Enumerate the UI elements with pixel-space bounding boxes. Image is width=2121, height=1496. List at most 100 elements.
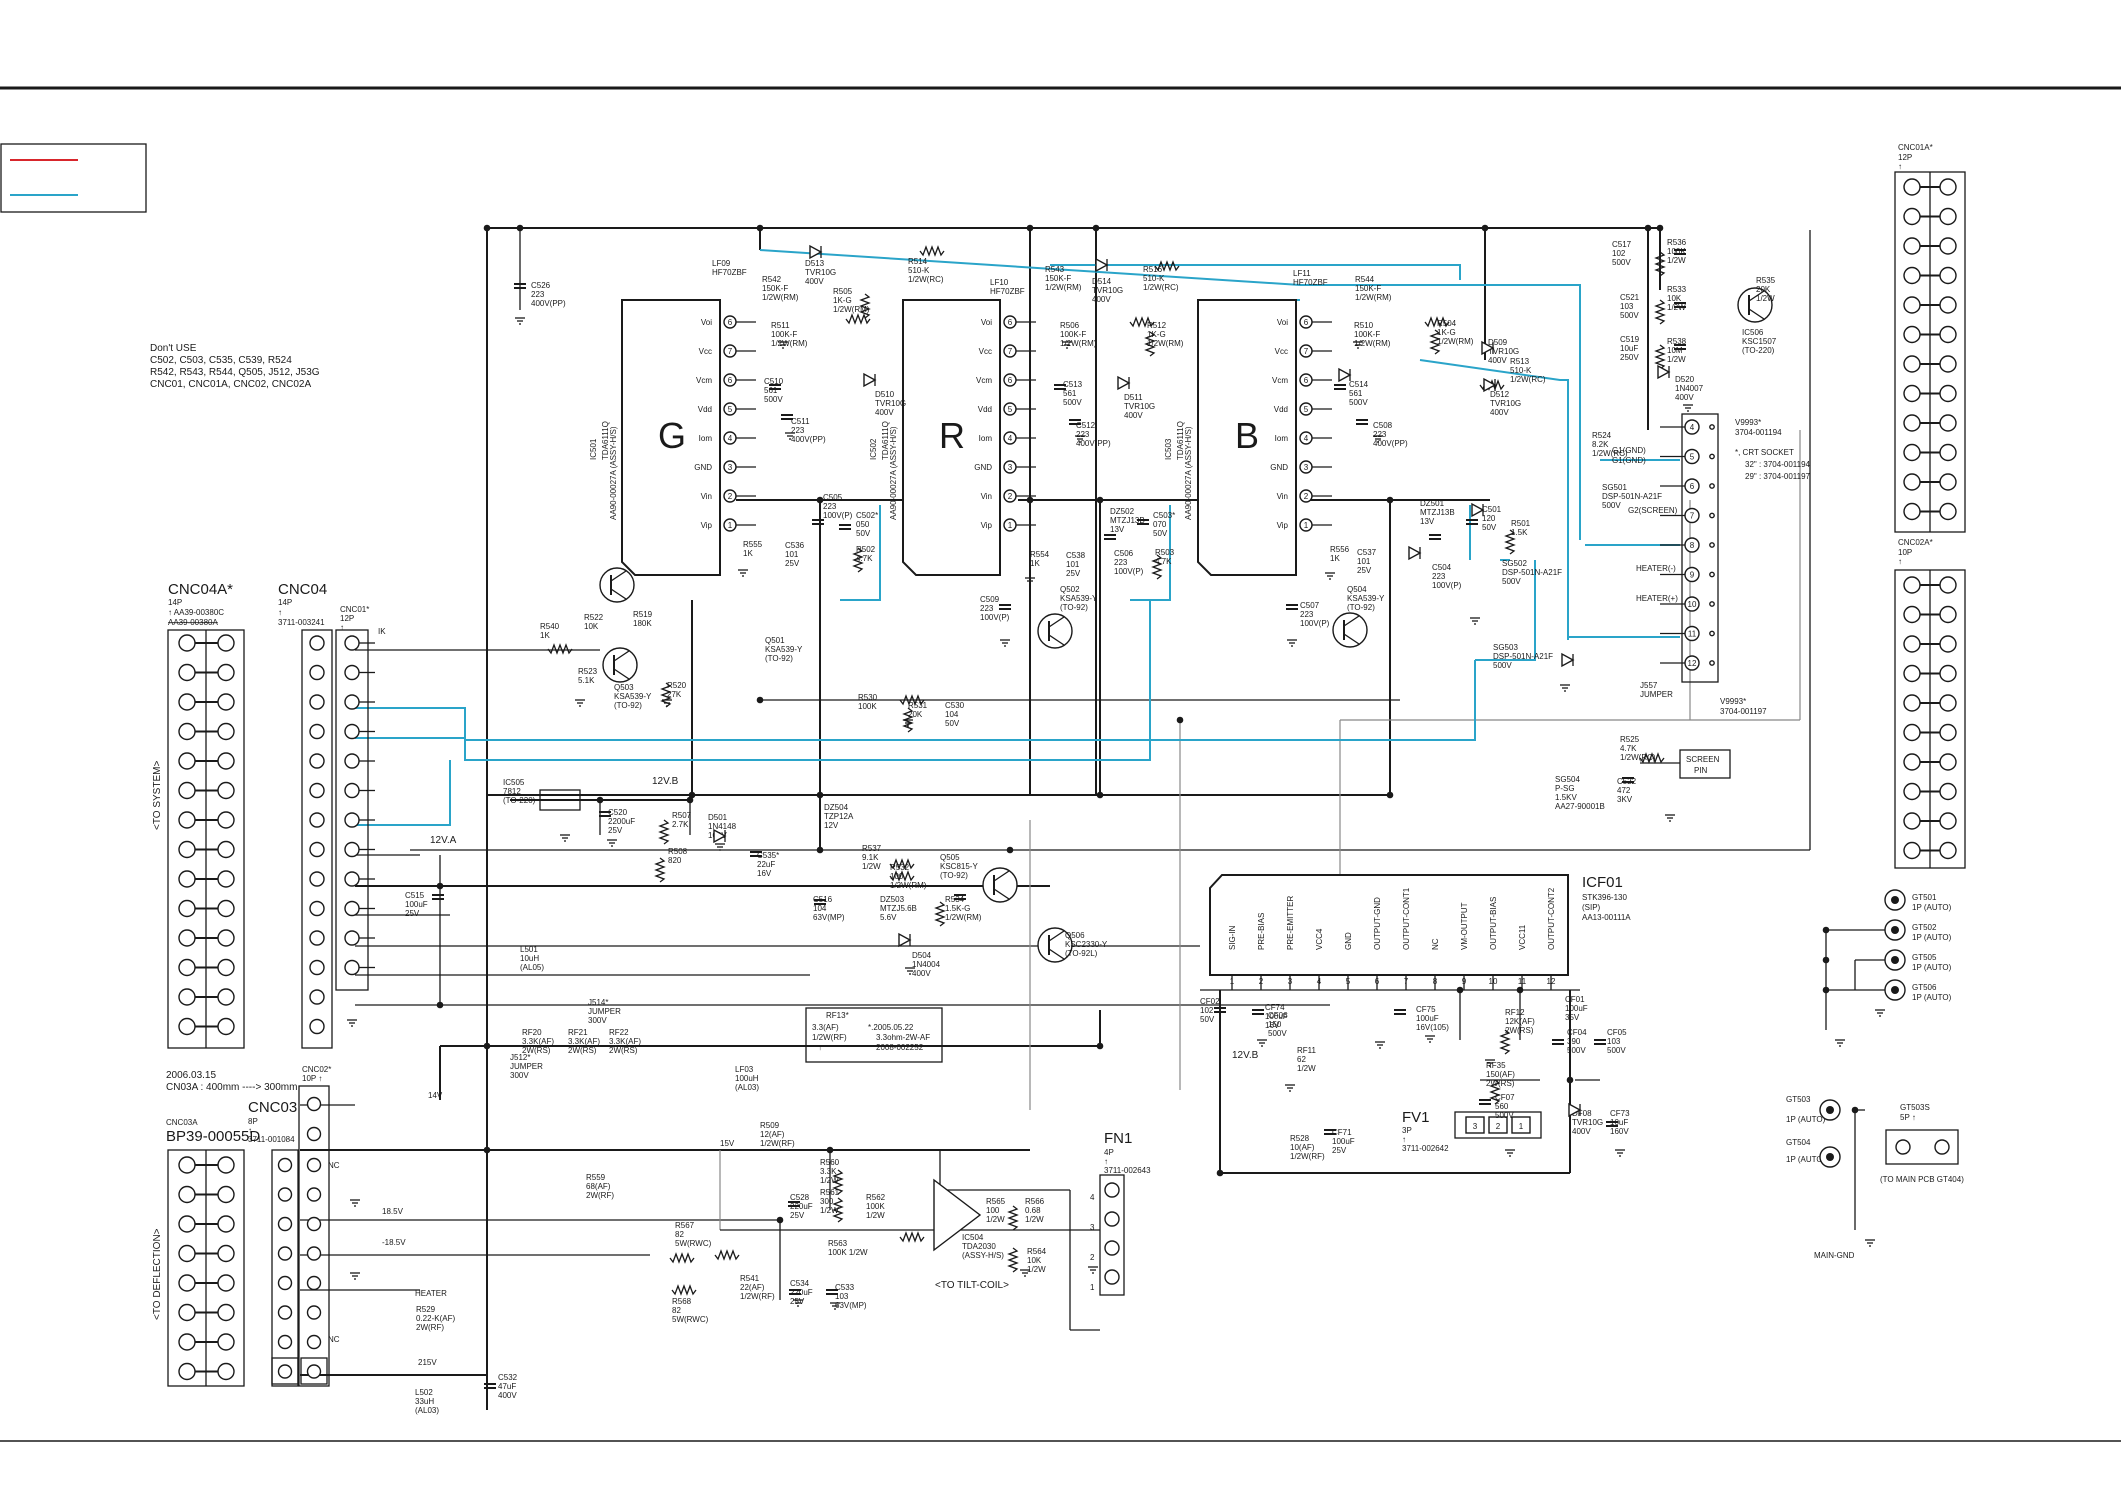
part-label-r507: 2.7K: [672, 820, 689, 829]
ic-pin-label: Vdd: [978, 405, 992, 414]
part-label-r509: 1/2W(RF): [760, 1139, 795, 1148]
ic-pin-label: Vcm: [976, 376, 992, 385]
cnc03a-pin: [217, 1274, 235, 1292]
transistor-symbol: [1037, 613, 1073, 649]
part-label-r559: 68(AF): [586, 1182, 611, 1191]
part-label-r511: 100K-F: [771, 330, 797, 339]
part-label-c515: 25V: [405, 909, 420, 918]
part-label-cf74: CF74: [1265, 1003, 1285, 1012]
ground-terminal-core: [1826, 1153, 1834, 1161]
component-labels: IC5057812(TO-220)IC506KSC1507(TO-220)IC5…: [405, 238, 1777, 1415]
cnc04a-pin: [217, 663, 235, 682]
ic-pin-number: 4: [1304, 434, 1309, 443]
part-label-c508: 223: [1373, 430, 1387, 439]
cnc03a-pin: [178, 1185, 196, 1204]
ic-pin-label: Iom: [1275, 434, 1289, 443]
part-label-rf12: RF12: [1505, 1008, 1525, 1017]
part-label-r530: 100K: [858, 702, 877, 711]
ground-terminals: GT501 1P (AUTO) GT502 1P (AUTO) GT505 1P…: [1786, 893, 1964, 1260]
cnc03a-pin: [178, 1362, 196, 1381]
ic-pin-number: 5: [1008, 405, 1013, 414]
part-label-cf01: CF01: [1565, 995, 1585, 1004]
resistor-symbol: [1429, 329, 1441, 355]
part-label-df08: DF08: [1572, 1109, 1592, 1118]
part-label-lf11: LF11: [1293, 269, 1311, 278]
part-label-r560: 1/2W: [820, 1176, 839, 1185]
cnc02a-pin: [1903, 635, 1921, 653]
dont-use-note: Don't USE C502, C503, C535, C539, R524 R…: [150, 343, 320, 390]
rail-labels: 12V.A 12V.B 12V.B 15V 14V 18.5V -18.5V 2…: [328, 627, 1259, 1367]
part-label-c528: C528: [790, 1193, 810, 1202]
part-label-c533: 63V(MP): [835, 1301, 867, 1310]
part-label-r506: R506: [1060, 321, 1080, 330]
cnc04a-pin: [178, 1017, 196, 1036]
svg-text:RF13*: RF13*: [826, 1011, 849, 1020]
part-label-r513: R513: [1510, 357, 1530, 366]
cnc02a-pin: [1939, 841, 1957, 860]
part-label-c530: 50V: [945, 719, 960, 728]
crt-pin-lead: [1709, 630, 1715, 637]
cnc04a-pin: [217, 722, 235, 741]
svg-text:↑ AA39-00380C: ↑ AA39-00380C: [168, 608, 224, 617]
cnc03-pin: [277, 1157, 293, 1173]
part-label-d512: TVR10G: [1490, 399, 1521, 408]
cnc04-pin: [309, 812, 325, 828]
part-label-dz504: 12V: [824, 821, 839, 830]
fv1-pin-number: 2: [1496, 1122, 1501, 1131]
svg-text:(TO MAIN PCB GT404): (TO MAIN PCB GT404): [1880, 1175, 1964, 1184]
part-label-d514: 400V: [1092, 295, 1111, 304]
cnc02-pin: [306, 1275, 322, 1291]
part-label-r507: R507: [672, 811, 692, 820]
part-label-c535: C535*: [757, 851, 779, 860]
part-label-cf75: 100uF: [1416, 1014, 1439, 1023]
fv1-pin-number: 1: [1519, 1122, 1524, 1131]
part-label-c513: C513: [1063, 380, 1083, 389]
svg-text:NC: NC: [328, 1335, 340, 1344]
ic-pin-number: 1: [728, 521, 733, 530]
part-label-r566: R566: [1025, 1197, 1045, 1206]
part-label-cf73: 10uF: [1610, 1118, 1628, 1127]
svg-text:8P: 8P: [248, 1117, 258, 1126]
part-label-c534: 25V: [790, 1297, 805, 1306]
part-label-cf73: 160V: [1610, 1127, 1629, 1136]
part-label-c519: C519: [1620, 335, 1640, 344]
cnc01a-pin: [1903, 237, 1921, 255]
cnc01a-pin: [1903, 473, 1921, 491]
part-label-dz502: MTZJ13B: [1110, 516, 1145, 525]
part-label-c510: 561: [764, 386, 778, 395]
ic-pin-number: 2: [1008, 492, 1013, 501]
ic-pin-label: Vcm: [1272, 376, 1288, 385]
icf01-pin-label: PRE-BIAS: [1257, 913, 1266, 950]
ic-pin-label: Vin: [701, 492, 712, 501]
ic505-symbol: [539, 789, 581, 811]
ic502-r: R TDA6111Q IC502 AA90-00027A (ASSY-H/S): [869, 299, 1001, 576]
cnc02a-pin: [1939, 694, 1957, 712]
part-label-cf07: CF07: [1495, 1093, 1515, 1102]
diode-symbol: [1561, 652, 1575, 668]
part-label-r567: 82: [675, 1230, 684, 1239]
cnc04-pin: [309, 989, 325, 1005]
svg-text:C502, C503, C535, C539, R524: C502, C503, C535, C539, R524: [150, 355, 292, 366]
part-label-c538: 101: [1066, 560, 1080, 569]
ic-pin-number: 6: [728, 376, 733, 385]
part-label-r525: R525: [1620, 735, 1640, 744]
svg-text:↑: ↑: [248, 1126, 252, 1135]
crt-pin-number: 5: [1690, 453, 1695, 462]
part-label-d513: D513: [805, 259, 825, 268]
part-label-c507: C507: [1300, 601, 1320, 610]
cnc04a-pin: [217, 1017, 235, 1036]
svg-text:215V: 215V: [418, 1358, 437, 1367]
svg-text:GT503: GT503: [1786, 1095, 1811, 1104]
junction: [1386, 791, 1394, 799]
part-label-r565: R565: [986, 1197, 1006, 1206]
part-label-cf74: 100uF: [1265, 1012, 1288, 1021]
cnc01a-pin: [1939, 355, 1957, 373]
part-label-lf10: HF70ZBF: [990, 287, 1025, 296]
part-label-r503: R503: [1155, 548, 1175, 557]
part-label-r542: R542: [762, 275, 782, 284]
cnc01-pin: [344, 959, 360, 976]
part-label-dz504: DZ504: [824, 803, 849, 812]
part-label-rf21: 2W(RS): [568, 1046, 597, 1055]
part-label-r565: 100: [986, 1206, 1000, 1215]
